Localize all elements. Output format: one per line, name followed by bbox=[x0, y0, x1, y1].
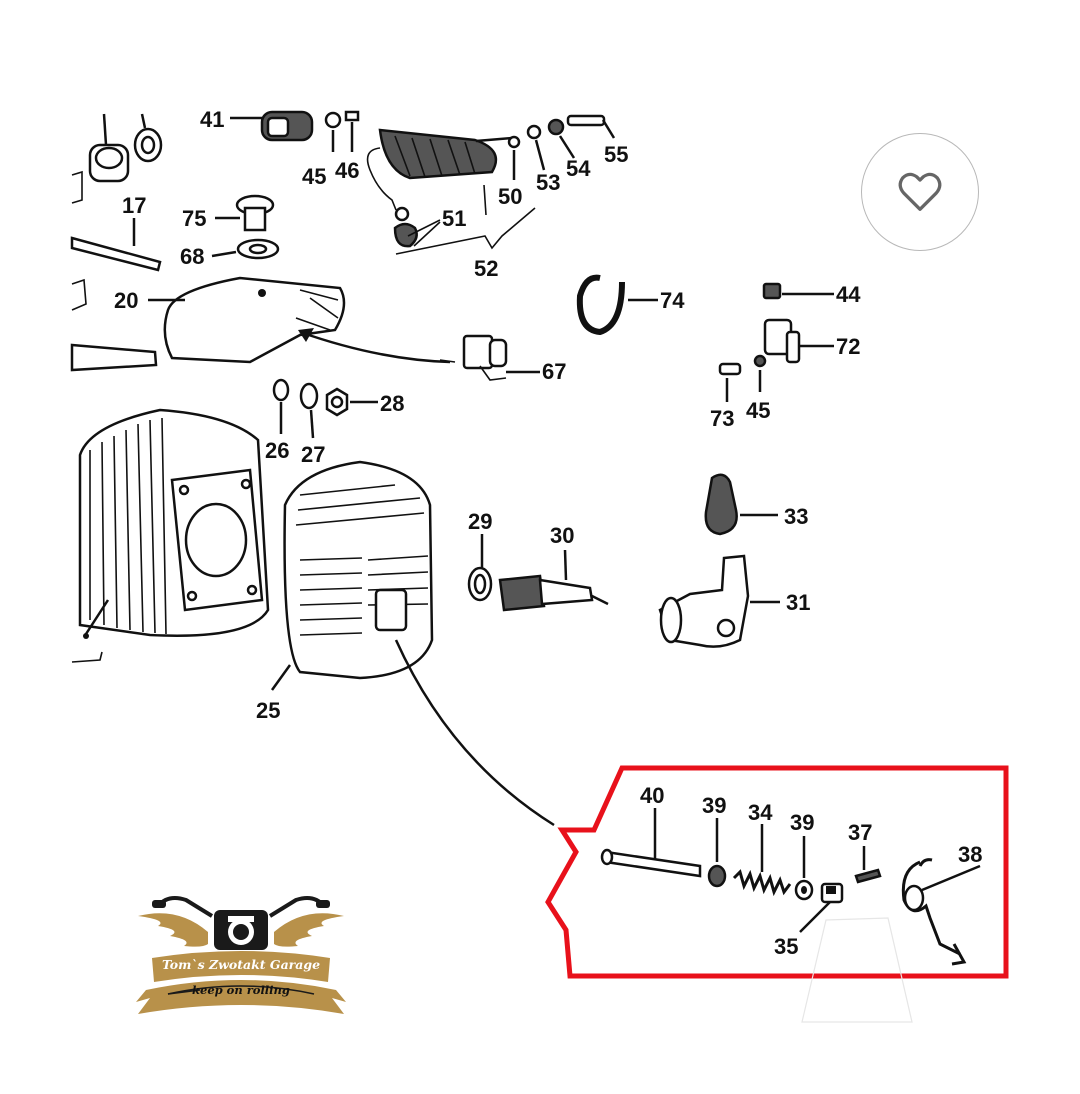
wings-icon bbox=[138, 913, 344, 947]
part-label-74: 74 bbox=[660, 288, 685, 313]
highlight-region-border bbox=[545, 765, 1009, 979]
part-34-spring-shape bbox=[732, 824, 792, 897]
part-label-33: 33 bbox=[784, 504, 808, 529]
part-74-ushape bbox=[576, 274, 658, 336]
part-73-screw-shape bbox=[718, 362, 742, 402]
part-label-46: 46 bbox=[335, 158, 359, 183]
part-39-washer-shape bbox=[707, 818, 727, 888]
part-45b-washer-shape bbox=[753, 354, 767, 392]
part-label-34: 34 bbox=[748, 800, 773, 825]
part-25-cylinder-head-shape bbox=[270, 460, 555, 827]
cylinder-shape bbox=[71, 408, 270, 663]
part-67-clip-shape bbox=[439, 334, 540, 381]
favorite-button[interactable] bbox=[861, 133, 979, 251]
part-35-block-shape bbox=[799, 882, 844, 933]
part-38-spring-clip-shape bbox=[901, 858, 981, 966]
part-label-52: 52 bbox=[474, 256, 498, 281]
part-label-37: 37 bbox=[848, 820, 872, 845]
part-75-screw-shape bbox=[215, 194, 275, 232]
part-label-53: 53 bbox=[536, 170, 560, 195]
part-label-30: 30 bbox=[550, 523, 574, 548]
handlebar-icon bbox=[152, 896, 330, 950]
part-label-68: 68 bbox=[180, 244, 204, 269]
faint-pedestal-outline bbox=[801, 917, 913, 1023]
garage-logo: Tom`s Zwotakt Garage keep on rolling bbox=[136, 896, 346, 1014]
part-28-nut-shape bbox=[325, 387, 378, 417]
logo-banner bbox=[136, 951, 346, 1014]
part-26-washer-shape bbox=[272, 378, 290, 434]
part-29-washer-shape bbox=[467, 534, 493, 602]
part-label-55: 55 bbox=[604, 142, 628, 167]
logo-name: Tom`s Zwotakt Garage bbox=[162, 957, 320, 972]
part-label-39b: 39 bbox=[790, 810, 814, 835]
part-label-67: 67 bbox=[542, 359, 566, 384]
part-label-51: 51 bbox=[442, 206, 466, 231]
part-label-45: 45 bbox=[302, 164, 326, 189]
part-44-shape bbox=[762, 282, 834, 300]
grip-assembly-shape bbox=[366, 114, 616, 255]
heart-icon bbox=[898, 172, 942, 211]
part-40-pin-shape bbox=[600, 808, 702, 878]
part-label-40: 40 bbox=[640, 783, 664, 808]
part-label-27: 27 bbox=[301, 442, 325, 467]
part-31-connector-shape bbox=[658, 554, 780, 648]
part-68-washer-shape bbox=[211, 238, 280, 260]
part-39b-washer-shape bbox=[794, 836, 814, 901]
part-label-73: 73 bbox=[710, 406, 734, 431]
part-label-38: 38 bbox=[958, 842, 982, 867]
part-label-54: 54 bbox=[566, 156, 591, 181]
part-37-pin-shape bbox=[854, 846, 882, 884]
part-label-28: 28 bbox=[380, 391, 404, 416]
part-label-39: 39 bbox=[702, 793, 726, 818]
part-label-45b: 45 bbox=[746, 398, 770, 423]
part-label-31: 31 bbox=[786, 590, 810, 615]
part-41-shape bbox=[230, 110, 314, 142]
left-bushing-shapes bbox=[71, 113, 163, 204]
part-45-washer-shape bbox=[324, 111, 342, 152]
part-label-35: 35 bbox=[774, 934, 798, 959]
part-label-41: 41 bbox=[200, 107, 224, 132]
part-30-spark-plug-shape bbox=[498, 549, 609, 612]
part-17-rod-shape bbox=[70, 218, 162, 272]
part-label-44: 44 bbox=[836, 282, 861, 307]
part-label-17: 17 bbox=[122, 193, 146, 218]
part-label-50: 50 bbox=[498, 184, 522, 209]
left-rod-fragment bbox=[70, 343, 158, 372]
part-20-cover-shape bbox=[148, 276, 451, 364]
logo-tagline: keep on rolling bbox=[192, 983, 290, 997]
part-27-washer-shape bbox=[299, 382, 319, 439]
part-label-20: 20 bbox=[114, 288, 138, 313]
part-label-25: 25 bbox=[256, 698, 280, 723]
part-label-26: 26 bbox=[265, 438, 289, 463]
part-label-72: 72 bbox=[836, 334, 860, 359]
part-72-bracket-shape bbox=[763, 318, 834, 364]
left-edge-fragment bbox=[71, 278, 87, 311]
part-46-screw-shape bbox=[344, 110, 360, 152]
part-33-cap-shape bbox=[704, 473, 778, 536]
part-label-29: 29 bbox=[468, 509, 492, 534]
part-label-75: 75 bbox=[182, 206, 206, 231]
